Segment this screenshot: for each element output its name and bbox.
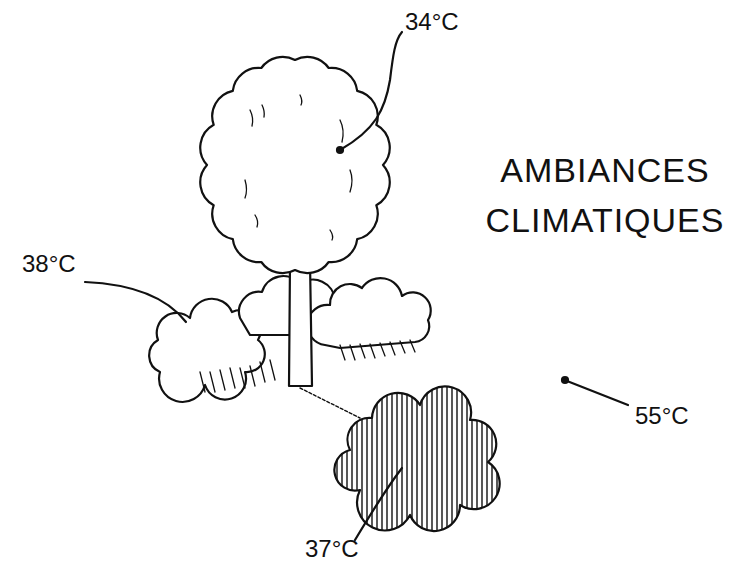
tree-crown (200, 57, 389, 273)
crown-texture (245, 95, 352, 240)
temperature-label: 55°C (635, 402, 689, 430)
trunk-shadow (300, 388, 360, 418)
tree-trunk (289, 262, 312, 386)
temperature-label: 37°C (305, 535, 359, 563)
temperature-label: 34°C (405, 8, 459, 36)
crown-shadow (334, 386, 499, 531)
bush-right (307, 278, 430, 348)
diagram-title: AMBIANCES CLIMATIQUES (460, 145, 747, 245)
temperature-label: 38°C (22, 250, 76, 278)
leader-line (85, 32, 628, 540)
